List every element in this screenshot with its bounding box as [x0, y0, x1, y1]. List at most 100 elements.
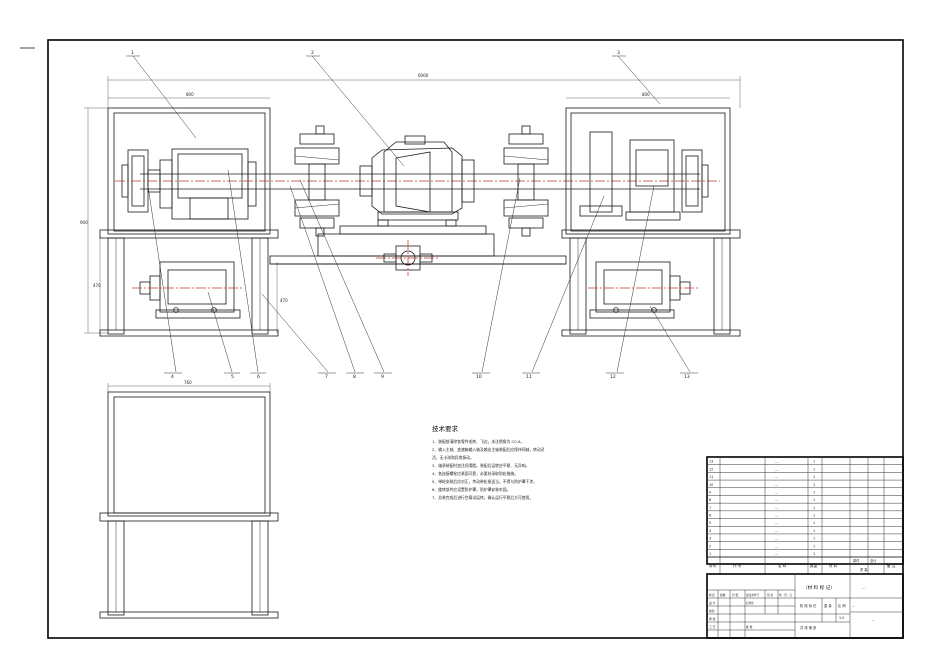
svg-text:7: 7: [325, 374, 328, 380]
tech-req-line-8: 7、总装完成后进行空载试运转，确认运行平稳后方可使用。: [432, 495, 533, 500]
bom-row-qty: 1: [813, 537, 815, 541]
balloon-bottom-12: 12: [606, 372, 624, 380]
balloon-bottom-11: 11: [522, 372, 540, 380]
technical-requirements: 技术要求 1、装配前清除各零件毛刺、飞边，未注倒角为 C0.5。 2、输入主轴、…: [432, 424, 545, 500]
bom-row-name: …: [775, 483, 778, 487]
dim-middle: 470: [280, 298, 288, 303]
bom-col-remark: 备 注: [887, 563, 896, 568]
material-mark: （材 料 标 记）: [803, 584, 835, 591]
role-date: 年、月、日: [779, 593, 792, 597]
parts-list-table: [706, 456, 904, 574]
bom-row-no: 11: [709, 475, 713, 479]
balloon-bottom-5: 5: [224, 372, 240, 380]
tech-req-line-6: 5、带轮安装后应对正，传动带松紧适当，不得与防护罩干涉。: [432, 479, 537, 484]
bom-row-name: …: [775, 544, 778, 548]
bom-row-name: …: [775, 529, 778, 533]
dim-height: 900: [80, 220, 88, 225]
bom-row-no: 9: [709, 490, 711, 494]
sign-check: 校对: [709, 609, 715, 613]
weight-label: 重 量: [824, 603, 832, 608]
bom-row-name: …: [775, 490, 778, 494]
right-upper-motor: [579, 131, 681, 221]
bom-col-code: 代 号: [733, 563, 742, 568]
balloon-top-1: 1: [126, 50, 140, 57]
bom-row-no: 3: [709, 537, 711, 541]
bom-row-name: …: [775, 552, 778, 556]
bom-row-qty: 1: [813, 490, 815, 494]
role-zone: 分 区: [732, 593, 739, 597]
balloon-bottom-7: 7: [318, 372, 336, 380]
left-lower-motor: [132, 261, 244, 319]
sign-design: 设 计: [709, 601, 716, 605]
sheet-number: …: [872, 618, 875, 622]
bom-row-no: 10: [709, 483, 713, 487]
sign-standard: 标准化: [746, 601, 754, 605]
bom-row-name: …: [775, 521, 778, 525]
tech-req-line-4: 3、轴承装配时加注润滑脂，装配后运转应平稳、无异响。: [432, 463, 529, 468]
bom-row-name: …: [775, 514, 778, 518]
right-lower-frame: [561, 237, 741, 337]
left-sprocket: [294, 125, 340, 237]
bom-col-total: 总计: [870, 558, 877, 563]
svg-text:3: 3: [617, 50, 620, 56]
role-count: 处数: [720, 593, 726, 597]
bom-col-weight: 重 量: [860, 567, 868, 572]
center-gearbox: [359, 135, 475, 227]
dim-overall: 6000: [418, 73, 429, 78]
dim-lower-height: 470: [93, 283, 101, 288]
side-view: 760: [99, 380, 279, 619]
left-frame-dimension: 800: [108, 92, 270, 99]
svg-text:8: 8: [353, 374, 356, 380]
bom-row-no: 5: [709, 521, 711, 525]
bom-row-qty: 1: [813, 460, 815, 464]
bom-row-qty: 1: [813, 498, 815, 502]
right-shaft-coupling: [681, 149, 709, 213]
dim-right-frame: 800: [642, 92, 650, 97]
sheet-border: [47, 39, 904, 639]
svg-text:10: 10: [476, 374, 482, 380]
bom-row-qty: 1: [813, 521, 815, 525]
left-lower-frame: [99, 237, 279, 337]
balloon-bottom-6: 6: [250, 372, 266, 380]
main-shaft: [140, 173, 700, 190]
drawing-title: …: [852, 604, 855, 608]
bom-row-qty: 1: [813, 529, 815, 533]
svg-text:2: 2: [311, 50, 314, 56]
bom-row-qty: 1: [813, 552, 815, 556]
dim-side-width: 760: [184, 380, 192, 385]
bom-row-no: 2: [709, 544, 711, 548]
bom-row-no: 12: [709, 467, 713, 471]
sign-approve: 批 准: [746, 625, 753, 629]
scale-label: 比 例: [838, 603, 846, 608]
parts-list-header: 序号 代 号 名 称 数量 材 料 单件 总计 重 量 备 注: [707, 556, 903, 575]
bom-col-no: 序号: [709, 563, 717, 568]
tech-req-line-3: 活，无卡滞和异常振动。: [432, 455, 474, 460]
bom-row-name: …: [775, 506, 778, 510]
bom-row-no: 13: [709, 460, 713, 464]
right-upper-frame: [561, 107, 741, 239]
center-valve: [376, 240, 440, 276]
svg-text:9: 9: [381, 374, 384, 380]
balloon-top-3: 3: [612, 50, 626, 57]
bom-col-qty: 数量: [810, 563, 818, 568]
svg-text:11: 11: [526, 374, 532, 380]
svg-text:13: 13: [684, 374, 690, 380]
sign-review: 审 核: [709, 617, 716, 621]
role-signature: 签 名: [767, 593, 774, 597]
balloon-bottom-10: 10: [472, 372, 490, 380]
bom-col-unit: 单件: [853, 558, 860, 563]
bom-row-qty: 1: [813, 483, 815, 487]
bom-row-name: …: [775, 475, 778, 479]
bom-row-name: …: [775, 460, 778, 464]
left-upper-frame: [99, 107, 279, 239]
svg-text:4: 4: [171, 374, 174, 380]
svg-text:12: 12: [610, 374, 616, 380]
balloon-top-2: 2: [306, 50, 320, 57]
tech-req-line-1: 1、装配前清除各零件毛刺、飞边，未注倒角为 C0.5。: [432, 439, 524, 444]
bom-row-no: 6: [709, 514, 711, 518]
right-lower-motor: [588, 261, 700, 319]
bom-row-qty: 1: [813, 475, 815, 479]
balloon-bottom-9: 9: [374, 372, 392, 380]
sign-process: 工 艺: [709, 625, 716, 629]
